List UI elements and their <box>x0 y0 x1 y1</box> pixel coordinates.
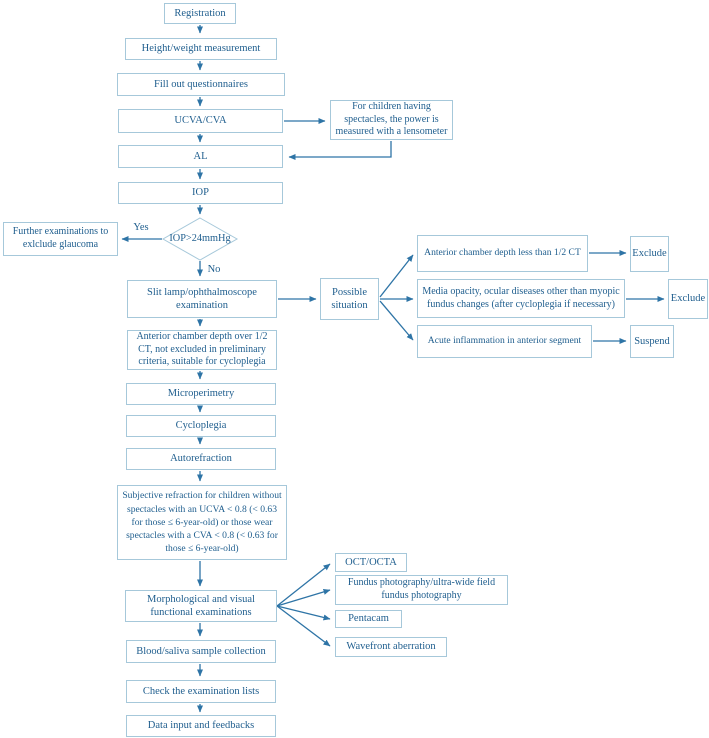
node-height-weight-measurement: Height/weight measurement <box>125 38 277 60</box>
arrow <box>276 589 331 607</box>
decision-diamond <box>161 217 239 261</box>
node-exclude-2: Exclude <box>668 279 708 319</box>
arrow <box>276 563 331 607</box>
node-cycloplegia: Cycloplegia <box>126 415 276 437</box>
node-wavefront-aberration: Wavefront aberration <box>335 637 447 657</box>
node-further-examinations-glaucoma: Further examinations to exlclude glaucom… <box>3 222 118 256</box>
node-morphological-examinations: Morphological and visual functional exam… <box>125 590 277 622</box>
node-microperimetry: Microperimetry <box>126 383 276 405</box>
node-autorefraction: Autorefraction <box>126 448 276 470</box>
arrow <box>379 300 414 341</box>
node-acd-over-half-ct: Anterior chamber depth over 1/2 CT, not … <box>127 330 277 370</box>
node-blood-saliva-collection: Blood/saliva sample collection <box>126 640 276 663</box>
node-suspend: Suspend <box>630 325 674 358</box>
arrow <box>379 254 414 298</box>
decision-iop-24mmhg: IOP>24mmHg <box>169 232 231 244</box>
node-oct-octa: OCT/OCTA <box>335 553 407 572</box>
arrow <box>276 605 331 621</box>
arrow <box>276 605 331 647</box>
node-check-examination-lists: Check the examination lists <box>126 680 276 703</box>
node-ucva-cva: UCVA/CVA <box>118 109 283 133</box>
node-subjective-refraction: Subjective refraction for children witho… <box>117 485 287 560</box>
node-exclude-1: Exclude <box>630 236 669 272</box>
node-acd-less-than-half-ct: Anterior chamber depth less than 1/2 CT <box>417 235 588 272</box>
node-acute-inflammation: Acute inflammation in anterior segment <box>417 325 592 358</box>
node-registration: Registration <box>164 3 236 24</box>
branch-label-yes: Yes <box>133 221 149 233</box>
branch-label-no: No <box>207 263 221 275</box>
node-slit-lamp-examination: Slit lamp/ophthalmoscope examination <box>127 280 277 318</box>
arrow <box>288 141 392 160</box>
node-fill-out-questionnaires: Fill out questionnaires <box>117 73 285 96</box>
node-fundus-photography: Fundus photography/ultra-wide field fund… <box>335 575 508 605</box>
node-possible-situation: Possible situation <box>320 278 379 320</box>
node-data-input-feedbacks: Data input and feedbacks <box>126 715 276 737</box>
node-pentacam: Pentacam <box>335 610 402 628</box>
node-lensometer-note: For children having spectacles, the powe… <box>330 100 453 140</box>
node-media-opacity: Media opacity, ocular diseases other tha… <box>417 279 625 318</box>
node-al: AL <box>118 145 283 168</box>
node-iop: IOP <box>118 182 283 204</box>
